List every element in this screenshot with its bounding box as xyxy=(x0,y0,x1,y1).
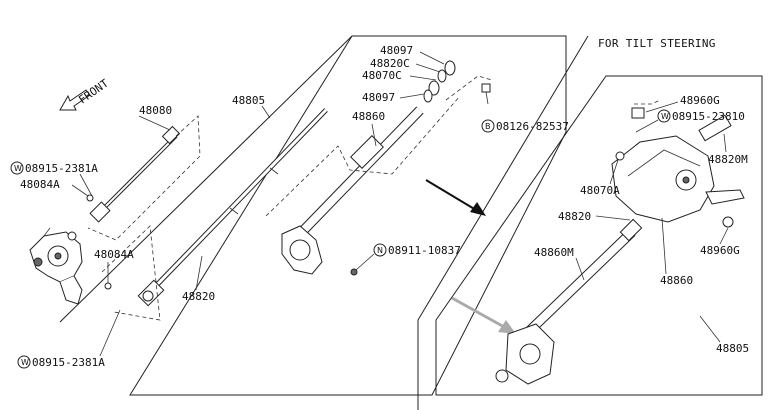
leader-48860-tilt xyxy=(661,217,667,275)
w-badge-left-text: W xyxy=(14,164,22,173)
callout-48860-tilt: 48860 xyxy=(660,274,693,287)
leader-48960G-top xyxy=(645,101,679,113)
w-badge-bottom xyxy=(17,355,31,369)
callout-48097-top: 48097 xyxy=(380,44,413,57)
n-badge xyxy=(373,243,387,257)
callout-08915-2381A-bottom: 08915-2381A xyxy=(32,356,105,369)
gray-arrow-icon xyxy=(451,296,516,334)
callout-48820M: 48820M xyxy=(708,153,748,166)
tilt-dash-top xyxy=(634,99,661,105)
callout-48860M: 48860M xyxy=(534,246,574,259)
leader-48070A xyxy=(609,159,619,185)
leader-08915-23810 xyxy=(635,119,659,133)
leader-48860 xyxy=(371,123,377,147)
callout-08915-23810: 08915-23810 xyxy=(672,110,745,123)
callout-48960G-bottom: 48960G xyxy=(700,244,740,257)
callout-48080: 48080 xyxy=(139,104,172,117)
tilt-column-assembly-icon xyxy=(495,107,745,385)
callout-48820: 48820 xyxy=(182,290,215,303)
front-arrow-icon xyxy=(59,89,91,111)
shaft-48820-dash-box xyxy=(101,225,161,321)
callout-48820-tilt: 48820 xyxy=(558,210,591,223)
leader-08911 xyxy=(355,253,375,271)
callout-48084A-left: 48084A xyxy=(20,178,60,191)
tilt-frame-outline xyxy=(435,75,763,396)
callout-48960G-top: 48960G xyxy=(680,94,720,107)
callout-48097-mid: 48097 xyxy=(362,91,395,104)
callout-48084A-mid: 48084A xyxy=(94,248,134,261)
front-label: FRONT xyxy=(76,77,111,107)
w-badge-left xyxy=(10,161,24,175)
callout-48070C: 48070C xyxy=(362,69,402,82)
leader-48820 xyxy=(195,255,203,291)
bolt-08126-icon xyxy=(481,83,491,105)
callout-48820C: 48820C xyxy=(370,57,410,70)
leader-48097-mid xyxy=(399,93,425,99)
b-badge xyxy=(481,119,495,133)
leader-48097-top xyxy=(419,51,445,65)
tilt-divider-line xyxy=(417,35,589,410)
tilt-title: FOR TILT STEERING xyxy=(598,37,716,50)
steering-gear-box-icon xyxy=(29,227,83,305)
lower-shaft-48080-icon xyxy=(89,125,181,223)
callout-48805: 48805 xyxy=(232,94,265,107)
b-badge-text: B xyxy=(485,122,491,131)
leader-48820C xyxy=(415,63,441,73)
w-badge-tilt xyxy=(657,109,671,123)
callout-48805-tilt: 48805 xyxy=(716,342,749,355)
main-frame-outline xyxy=(129,35,567,396)
leader-48820M xyxy=(723,133,727,153)
leader-08915-left xyxy=(79,173,93,197)
leader-48084A-left xyxy=(71,184,89,197)
bolt-48084A-left-icon xyxy=(86,194,94,202)
leader-08915-bottom xyxy=(99,309,121,357)
callout-08911-10837: 08911-10837 xyxy=(388,244,461,257)
leader-48080 xyxy=(138,115,171,131)
w-badge-bottom-text: W xyxy=(21,358,29,367)
main-frame-diagonal xyxy=(59,35,353,323)
column-tube-48860-icon xyxy=(281,106,424,276)
parts-dash-line xyxy=(445,75,493,101)
callout-48070A: 48070A xyxy=(580,184,620,197)
leader-48805 xyxy=(261,105,271,119)
transition-arrow-icon xyxy=(425,179,486,216)
leader-48820-tilt xyxy=(595,215,631,221)
column-48860-dash-box xyxy=(265,95,461,217)
callout-48860: 48860 xyxy=(352,110,385,123)
leader-48070C xyxy=(409,75,437,81)
steering-shaft-48820-icon xyxy=(137,108,328,307)
shaft-48080-dash-box xyxy=(87,115,201,241)
small-parts-stack-icon xyxy=(423,60,456,103)
callout-08126-82537: 08126-82537 xyxy=(496,120,569,133)
callout-08915-2381A-left: 08915-2381A xyxy=(25,162,98,175)
leader-48805-tilt xyxy=(699,315,721,343)
w-badge-tilt-text: W xyxy=(661,112,669,121)
bolt-48084A-mid-icon xyxy=(104,282,112,290)
n-badge-text: N xyxy=(377,246,383,255)
leader-48960G-bottom xyxy=(719,227,729,245)
leader-48860M xyxy=(575,257,585,281)
